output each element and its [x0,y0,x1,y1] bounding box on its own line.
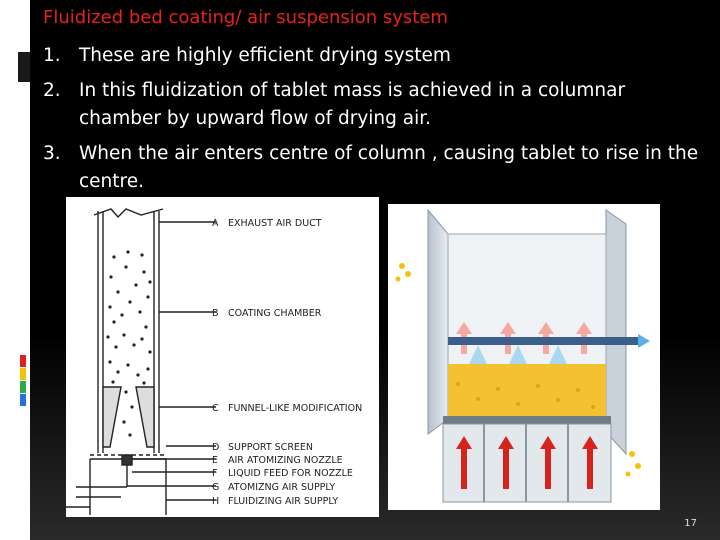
accent-stripe-blue [20,394,26,406]
label-air-atomizing-nozzle: AIR ATOMIZING NOZZLE [228,455,343,466]
label-coating-chamber: COATING CHAMBER [228,308,322,319]
coater-schematic-svg: A EXHAUST AIR DUCT B COATING CHAMBER C F… [66,208,362,515]
slide-title: Fluidized bed coating/ air suspension sy… [43,7,448,28]
slide-left-margin [0,0,30,540]
title-accent-block [18,52,30,82]
bullet-number: 1. [43,45,61,66]
fluid-bed-illustration [388,204,660,510]
bullet-list: 1. These are highly efficient drying sys… [43,42,703,203]
bullet-number: 3. [43,143,61,164]
label-letter: E [212,455,218,466]
label-support-screen: SUPPORT SCREEN [228,442,313,453]
bullet-item: 1. These are highly efficient drying sys… [43,42,703,70]
page-number: 17 [684,518,697,529]
label-liquid-feed: LIQUID FEED FOR NOZZLE [228,468,353,479]
accent-stripe-yellow [20,368,26,380]
bullet-text: When the air enters centre of column , c… [79,143,699,192]
label-fluidizing-air-supply: FLUIDIZING AIR SUPPLY [228,496,338,507]
label-letter: A [212,218,219,229]
bullet-item: 3. When the air enters centre of column … [43,140,703,196]
tablet-particles [106,250,152,437]
bullet-text: In this fluidization of tablet mass is a… [79,80,626,129]
bullet-item: 2. In this fluidization of tablet mass i… [43,77,703,133]
label-letter: H [212,496,219,507]
label-letter: C [212,403,219,414]
label-atomizing-air-supply: ATOMIZNG AIR SUPPLY [228,482,335,493]
fluid-bed-svg [395,208,650,503]
label-letter: B [212,308,219,319]
bullet-text: These are highly efficient drying system [79,45,451,66]
bullet-number: 2. [43,80,61,101]
label-letter: G [212,482,219,493]
accent-stripe-green [20,381,26,393]
accent-stripe-red [20,355,26,367]
label-letter: D [212,442,219,453]
label-funnel-modification: FUNNEL-LIKE MODIFICATION [228,403,362,414]
label-exhaust-air-duct: EXHAUST AIR DUCT [228,218,322,229]
coater-schematic-figure: A EXHAUST AIR DUCT B COATING CHAMBER C F… [66,197,379,517]
label-letter: F [212,468,217,479]
